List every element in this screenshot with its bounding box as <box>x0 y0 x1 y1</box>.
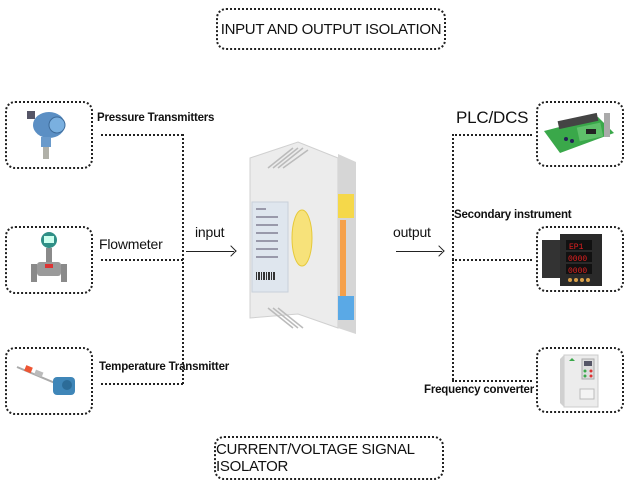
flowmeter-label: Flowmeter <box>99 236 163 252</box>
connector-line <box>182 134 184 384</box>
flowmeter-box <box>5 226 93 294</box>
connector-line <box>101 383 183 385</box>
temperature-transmitter-label: Temperature Transmitter <box>99 361 230 373</box>
connector-line <box>452 134 532 136</box>
signal-isolator-icon <box>249 141 356 334</box>
connector-line <box>452 259 532 261</box>
input-arrow <box>186 251 234 252</box>
panel-meter-icon: EP1 0000 0000 <box>542 234 602 286</box>
output-label: output <box>393 224 431 240</box>
frequency-converter-icon <box>560 354 599 408</box>
input-label: input <box>195 224 225 240</box>
plc-dcs-label: PLC/DCS <box>456 108 529 127</box>
header-title-box: INPUT AND OUTPUT ISOLATION <box>216 8 446 50</box>
meter-reading: 0000 <box>568 267 587 276</box>
frequency-converter-label: Frequency converter <box>424 384 534 396</box>
temperature-transmitter-box <box>5 347 93 415</box>
plc-board-icon <box>544 112 614 153</box>
pressure-transmitter-box <box>5 101 93 169</box>
plc-dcs-box <box>536 101 624 167</box>
connector-line <box>452 134 454 380</box>
flowmeter-icon <box>31 232 67 282</box>
secondary-instrument-box: EP1 0000 0000 <box>536 226 624 292</box>
pressure-transmitter-label: Pressure Transmitters <box>97 112 215 124</box>
header-title: INPUT AND OUTPUT ISOLATION <box>220 20 442 38</box>
output-arrow <box>396 251 442 252</box>
pressure-transmitter-icon <box>27 111 66 159</box>
footer-title-box: CURRENT/VOLTAGE SIGNAL ISOLATOR <box>214 436 444 480</box>
connector-line <box>452 380 532 382</box>
meter-reading: 0000 <box>568 255 587 264</box>
connector-line <box>101 134 183 136</box>
connector-line <box>101 259 183 261</box>
secondary-instrument-label: Secondary instrument <box>454 209 572 221</box>
footer-title: CURRENT/VOLTAGE SIGNAL ISOLATOR <box>216 441 415 475</box>
meter-reading: EP1 <box>569 243 584 252</box>
frequency-converter-box <box>536 347 624 413</box>
temperature-transmitter-icon <box>16 365 75 395</box>
